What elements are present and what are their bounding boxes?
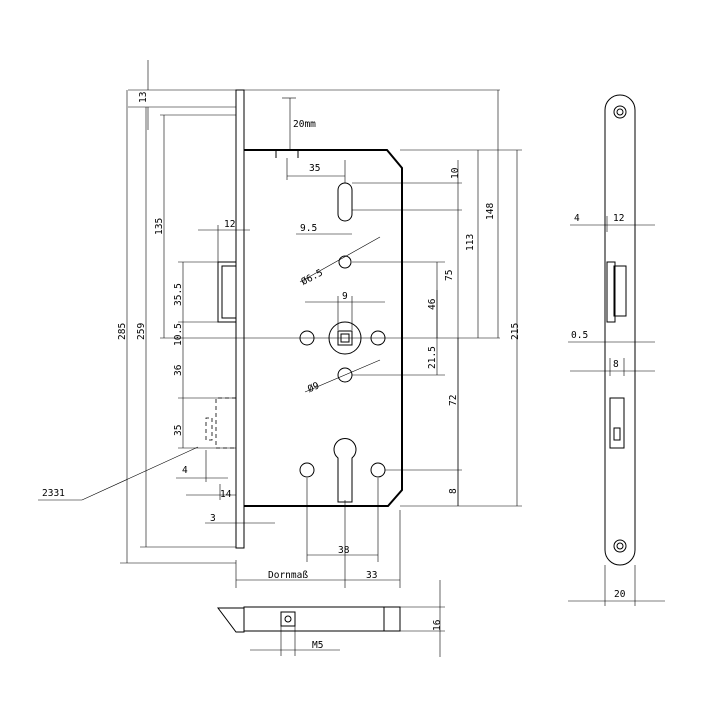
top-slot bbox=[337, 182, 353, 222]
lock-side-view: 16 M5 bbox=[217, 580, 445, 657]
dim-9: 9 bbox=[342, 291, 348, 302]
dim-phi9: Ø9 bbox=[306, 380, 321, 395]
dim-75: 75 bbox=[444, 270, 455, 281]
dim-36: 36 bbox=[173, 364, 184, 376]
dim-9-5: 9.5 bbox=[300, 223, 317, 234]
dim-259: 259 bbox=[136, 323, 147, 340]
dim-10: 10 bbox=[450, 167, 461, 179]
dim-0-5: 0.5 bbox=[571, 330, 588, 341]
dim-20mm: 20mm bbox=[293, 119, 316, 130]
dim-3: 3 bbox=[210, 513, 216, 524]
dim-12: 12 bbox=[224, 219, 235, 230]
dim-phi6-5: Ø6.5 bbox=[300, 267, 325, 287]
faceplate-front-view: 4 12 0.5 8 20 bbox=[568, 94, 665, 606]
dim-46: 46 bbox=[427, 298, 438, 310]
dim-21-5: 21.5 bbox=[427, 346, 438, 369]
dim-33: 33 bbox=[366, 570, 377, 581]
lock-case-outline bbox=[244, 149, 403, 507]
dim-135: 135 bbox=[154, 218, 165, 235]
cylinder-cutout bbox=[333, 438, 357, 503]
top-notch bbox=[275, 150, 299, 158]
dim-13: 13 bbox=[138, 92, 149, 103]
screw-hole-bottom-right bbox=[370, 462, 386, 478]
dim-8-bottom: 8 bbox=[448, 488, 459, 494]
dim-113: 113 bbox=[465, 234, 476, 251]
dim-20: 20 bbox=[614, 589, 626, 600]
latch-bolt-inner bbox=[221, 265, 237, 319]
dimensions-main: 13 285 259 135 35.5 10.5 36 35 bbox=[38, 60, 522, 588]
dim-12-right: 12 bbox=[613, 213, 624, 224]
dim-2331: 2331 bbox=[42, 488, 65, 499]
dim-8-right: 8 bbox=[613, 359, 619, 370]
dim-35-5: 35.5 bbox=[173, 283, 184, 306]
dim-10-5: 10.5 bbox=[173, 323, 184, 346]
faceplate bbox=[235, 89, 245, 549]
dim-38: 38 bbox=[338, 545, 350, 556]
hidden-deadbolt bbox=[205, 397, 236, 449]
screw-hole-bottom-left bbox=[299, 462, 315, 478]
dim-285: 285 bbox=[117, 323, 128, 340]
dim-16: 16 bbox=[432, 619, 443, 631]
dim-72: 72 bbox=[448, 395, 459, 406]
dim-m5: M5 bbox=[312, 640, 323, 651]
dim-4-right: 4 bbox=[574, 213, 580, 224]
dim-148: 148 bbox=[485, 203, 496, 220]
dim-35-top: 35 bbox=[309, 163, 320, 174]
dim-dornmass: Dornmaß bbox=[268, 570, 308, 581]
latch-bolt bbox=[217, 261, 237, 323]
lock-body-front-view bbox=[205, 89, 403, 549]
hole-phi6-5 bbox=[338, 255, 352, 269]
dim-215: 215 bbox=[510, 323, 521, 340]
dim-4-left: 4 bbox=[182, 465, 188, 476]
dim-35-left: 35 bbox=[173, 425, 184, 436]
dim-14: 14 bbox=[220, 489, 232, 500]
